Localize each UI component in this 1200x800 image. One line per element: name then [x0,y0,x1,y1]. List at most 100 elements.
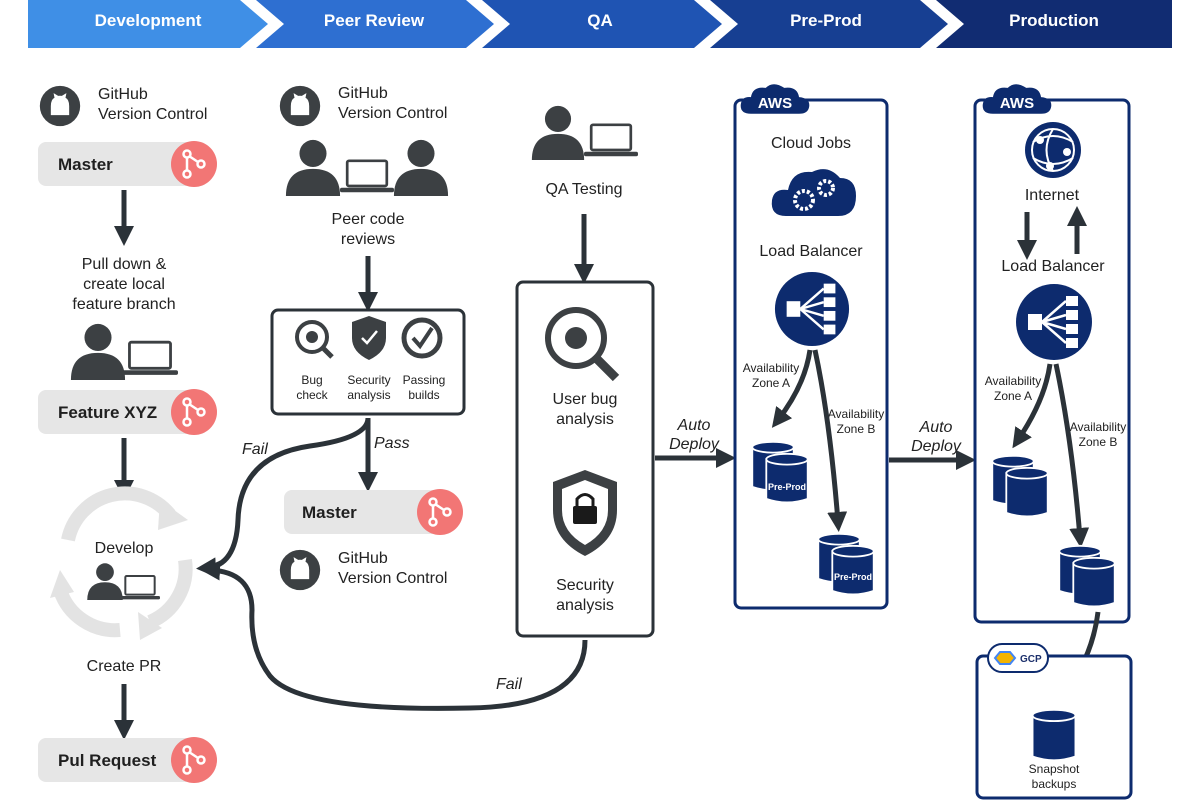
preprod-column: AWS Cloud Jobs Load Balancer Availabilit… [733,84,976,610]
shield-lock-icon [553,470,617,556]
prod-zone-b-line2: Zone B [1079,435,1118,449]
pull-label-line3: feature branch [72,296,175,313]
production-lb-label: Load Balancer [1001,258,1105,275]
git-branch-icon [170,140,218,188]
qa-testing-label: QA Testing [545,181,622,198]
stage-label-development: Development [95,11,202,30]
preprod-db-a-label: Pre-Prod [768,482,806,492]
github-icon [39,85,81,127]
stage-label-production: Production [1009,11,1099,30]
pr-github-sublabel: Version Control [338,105,447,122]
auto-deploy-prod-line1: Auto [919,419,953,436]
dev-github-label: GitHub [98,86,148,103]
cloud-jobs-label: Cloud Jobs [771,135,851,152]
preprod-zone-a-line1: Availability [743,361,799,375]
shield-check-icon [352,316,386,360]
github-icon [279,549,321,591]
gcp-label: GCP [1020,654,1042,665]
auto-deploy-line1: Auto [677,417,711,434]
qa-fail-label: Fail [496,676,522,693]
laptop-icon [122,340,178,377]
create-pr-label: Create PR [87,658,162,675]
qa-column: QA Testing User bug analysis Security an… [200,105,736,711]
qa-person-icon [531,105,585,160]
master-label: Master [58,155,113,174]
developer-person-icon [70,323,126,380]
prod-zone-a-line1: Availability [985,374,1041,388]
development-column: GitHub Version Control Master Pull down … [38,85,218,784]
git-branch-icon [416,488,464,536]
arrow-qa-fail [200,560,588,711]
security-analysis-line1: Security [556,577,614,594]
snapshot-line2: backups [1032,777,1077,791]
stage-pre-prod-chevron [710,0,948,48]
review-fail-label: Fail [242,441,268,458]
qa-analysis-box [515,280,655,638]
stage-development-chevron [28,0,268,48]
pull-label-line2: create local [83,276,165,293]
feature-pill [38,390,208,434]
pr-github-label: GitHub [338,85,388,102]
cloud-gears-icon [771,169,856,216]
prod-zone-b-line1: Availability [1070,420,1126,434]
laptop-icon [120,574,160,601]
bug-search-icon [545,307,620,382]
laptop-icon [340,159,394,194]
load-balancer-icon [1014,282,1094,362]
reviewer-person-icon [393,139,449,196]
stage-header: Development Peer Review QA Pre-Prod Prod… [28,0,1172,48]
preprod-zone-b-line2: Zone B [837,422,876,436]
git-branch-icon [170,388,218,436]
internet-globe-icon [1025,122,1081,178]
peer-reviews-line1: Peer code [332,211,405,228]
github-icon [279,85,321,127]
snapshot-line1: Snapshot [1029,762,1080,776]
database-icon [1031,708,1077,762]
stage-qa-chevron [482,0,722,48]
user-bug-line1: User bug [553,391,618,408]
auto-deploy-line2: Deploy [669,436,720,453]
master-pill [38,142,208,186]
reviewer-person-icon [285,139,341,196]
stage-peer-review-chevron [256,0,494,48]
user-bug-line2: analysis [556,411,614,428]
bug-check-line1: Bug [301,373,322,387]
stage-label-peer-review: Peer Review [324,11,425,30]
pull-request-pill [38,738,208,782]
builds-check-line2: builds [408,388,439,402]
arrow-lb-zone-b [812,349,848,532]
database-icon [765,452,809,504]
stage-label-pre-prod: Pre-Prod [790,11,862,30]
stage-production-chevron [936,0,1172,48]
bug-search-icon [295,320,334,359]
pr-github2-sublabel: Version Control [338,570,447,587]
pull-request-label: Pul Request [58,751,157,770]
peer-review-column: GitHub Version Control Peer code reviews… [196,85,466,591]
database-icon [1005,466,1049,518]
master-pill [284,490,454,534]
database-icon [1072,556,1116,608]
pr-github2-label: GitHub [338,550,388,567]
pull-label-line1: Pull down & [82,256,167,273]
git-branch-icon [170,736,218,784]
arrow-lb-zone-a [771,349,813,428]
auto-deploy-prod-line2: Deploy [911,438,962,455]
production-aws-box [973,98,1131,624]
master-label: Master [302,503,357,522]
gcp-badge [987,643,1049,673]
bug-check-line2: check [296,388,328,402]
preprod-db-b-label: Pre-Prod [834,572,872,582]
peer-reviews-line2: reviews [341,231,395,248]
develop-label: Develop [95,540,154,557]
pass-label: Pass [374,435,410,452]
builds-check-line1: Passing [403,373,446,387]
feature-label: Feature XYZ [58,403,157,422]
arrow-review-fail [196,417,371,578]
preprod-zone-b-line1: Availability [828,407,884,421]
internet-label: Internet [1025,187,1080,204]
check-circle-icon [401,317,443,359]
develop-cycle-icon [50,486,193,640]
preprod-zone-a-line2: Zone A [752,376,790,390]
arrow-prod-lb-zone-a [1012,363,1053,449]
